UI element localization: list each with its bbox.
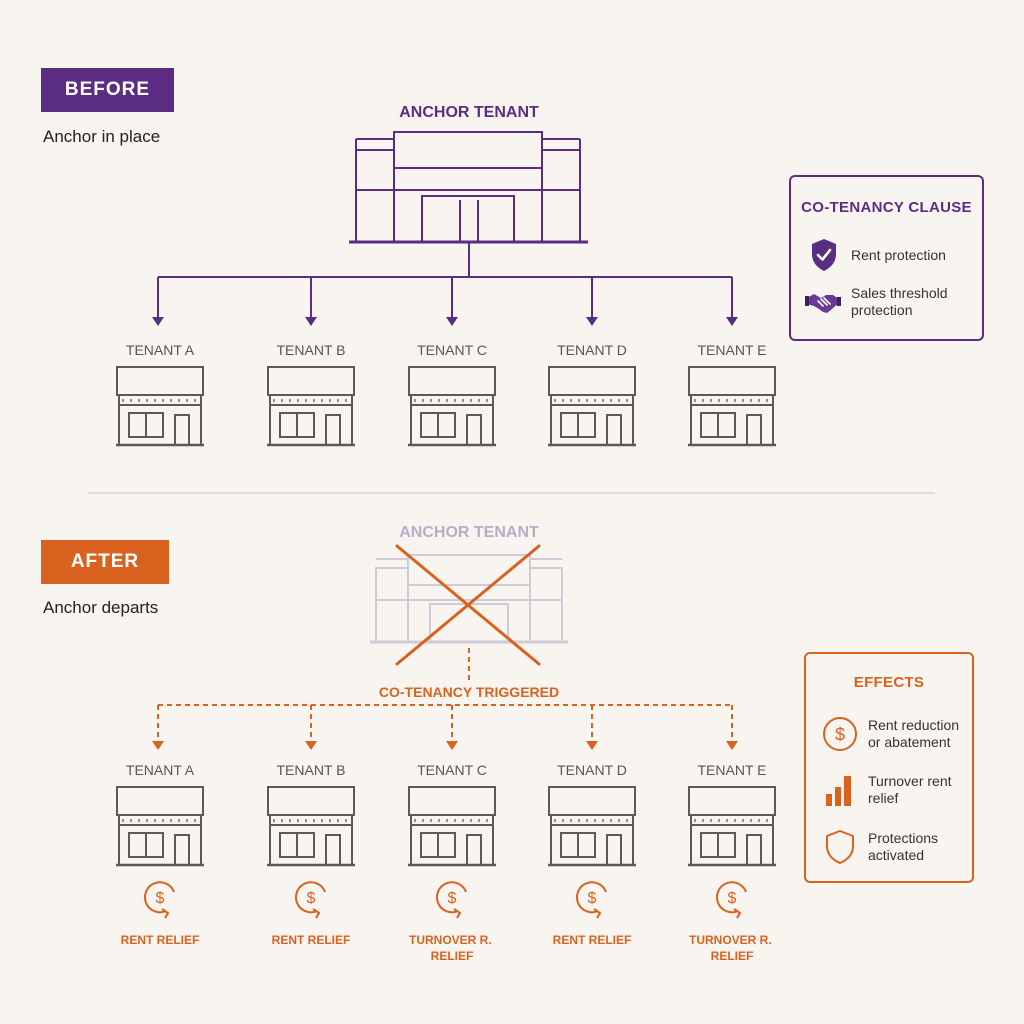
effects-item-text: Turnover rent relief — [868, 773, 952, 806]
after-badge: AFTER — [41, 540, 169, 584]
before-tenant-c-label: TENANT C — [417, 342, 487, 358]
handshake-icon — [805, 294, 841, 313]
after-connectors — [157, 648, 733, 742]
dollar-relief-e-icon: $ — [716, 881, 747, 919]
tenant-d-effect-label: RENT RELIEF — [553, 933, 632, 947]
svg-text:$: $ — [156, 890, 165, 907]
clause-item-rent-protection: Rent protection — [809, 237, 946, 273]
after-tenant-c-label: TENANT C — [417, 762, 487, 778]
before-tenant-a-label: TENANT A — [126, 342, 195, 358]
after-storefront-c-icon — [408, 786, 496, 867]
tenant-e-effect-label: TURNOVER R. RELIEF — [689, 933, 775, 963]
after-badge-text: AFTER — [70, 551, 140, 572]
after-anchor-label: ANCHOR TENANT — [399, 524, 539, 541]
clause-item-sales-threshold: Sales threshold protection — [805, 285, 966, 319]
svg-text:$: $ — [588, 890, 597, 907]
after-tenant-d-label: TENANT D — [557, 762, 627, 778]
dollar-icon: $ — [823, 717, 857, 751]
co-tenancy-triggered-label: CO-TENANCY TRIGGERED — [379, 684, 559, 700]
svg-text:$: $ — [728, 890, 737, 907]
effects-box: EFFECTS $ Rent reduction or abatement Tu… — [804, 652, 974, 883]
dollar-relief-a-icon: $ — [144, 881, 175, 919]
before-storefront-c-icon — [408, 366, 496, 447]
cross-out-icon — [395, 544, 541, 666]
before-tenant-d-label: TENANT D — [557, 342, 627, 358]
tenant-a-effect-label: RENT RELIEF — [121, 933, 200, 947]
after-subtitle: Anchor departs — [43, 598, 159, 617]
after-tenant-e-label: TENANT E — [698, 762, 767, 778]
after-storefront-a-icon — [116, 786, 204, 867]
after-storefront-b-icon — [267, 786, 355, 867]
before-anchor-label: ANCHOR TENANT — [399, 104, 539, 121]
after-storefront-e-icon — [688, 786, 776, 867]
tenant-c-effect-line-2: RELIEF — [431, 949, 474, 963]
before-storefront-a-icon — [116, 366, 204, 447]
bar-chart-icon — [826, 776, 851, 806]
shield-check-icon — [812, 239, 836, 271]
before-tenant-e-label: TENANT E — [698, 342, 767, 358]
before-tenant-b-label: TENANT B — [277, 342, 346, 358]
before-badge: BEFORE — [41, 68, 174, 112]
after-arrowheads — [152, 741, 738, 750]
clause-title: CO-TENANCY CLAUSE — [801, 199, 972, 216]
before-storefront-b-icon — [267, 366, 355, 447]
clause-item-text: Rent protection — [851, 246, 946, 263]
shield-icon — [826, 829, 854, 865]
effects-title: EFFECTS — [853, 674, 925, 691]
effects-item-text: Protections activated — [868, 830, 939, 863]
dollar-relief-c-icon: $ — [436, 881, 467, 919]
tenant-e-effect-line-1: TURNOVER R. — [689, 933, 772, 947]
dollar-relief-b-icon: $ — [295, 881, 326, 919]
before-badge-text: BEFORE — [64, 79, 151, 100]
tenant-c-effect-label: TURNOVER R. RELIEF — [409, 933, 495, 963]
before-arrowheads — [152, 317, 738, 326]
clause-item-text: Sales threshold protection — [851, 285, 948, 318]
after-tenant-b-label: TENANT B — [277, 762, 346, 778]
co-tenancy-clause-box: CO-TENANCY CLAUSE Rent protection Sales … — [789, 175, 984, 341]
before-connectors — [157, 243, 733, 318]
anchor-building-icon — [349, 131, 588, 244]
before-storefront-e-icon — [688, 366, 776, 447]
after-storefront-d-icon — [548, 786, 636, 867]
effects-item-turnover-relief: Turnover rent relief — [822, 772, 968, 808]
effects-item-rent-reduction: $ Rent reduction or abatement — [822, 716, 968, 752]
dollar-relief-d-icon: $ — [576, 881, 607, 919]
before-storefront-d-icon — [548, 366, 636, 447]
effects-item-protections: Protections activated — [822, 828, 968, 866]
svg-text:$: $ — [835, 725, 845, 745]
tenant-c-effect-line-1: TURNOVER R. — [409, 933, 492, 947]
svg-text:$: $ — [448, 890, 457, 907]
svg-text:$: $ — [307, 890, 316, 907]
before-subtitle: Anchor in place — [43, 127, 161, 146]
tenant-b-effect-label: RENT RELIEF — [272, 933, 351, 947]
after-tenant-a-label: TENANT A — [126, 762, 195, 778]
tenant-e-effect-line-2: RELIEF — [711, 949, 754, 963]
faded-anchor-building-icon — [370, 554, 568, 644]
effects-item-text: Rent reduction or abatement — [868, 717, 960, 750]
